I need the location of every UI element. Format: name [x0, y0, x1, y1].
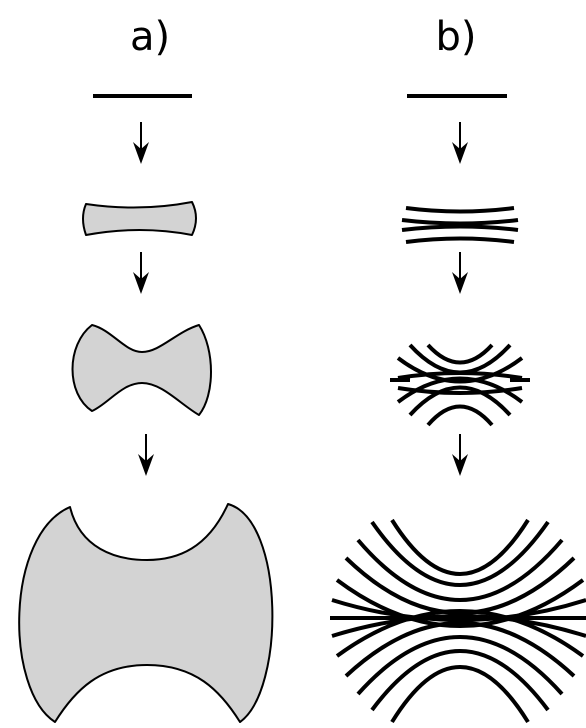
panel-a-arrow-3: [138, 434, 154, 476]
panel-b-arrow-1: [452, 122, 468, 164]
panel-a-stage-3-shape: [19, 504, 272, 722]
panel-a-stage-2-shape: [73, 325, 212, 415]
panel-a: a): [19, 14, 272, 722]
panel-a-arrow-1: [133, 122, 149, 164]
panel-b: b): [330, 14, 586, 722]
panel-b-label: b): [436, 14, 477, 60]
panel-b-arrow-3: [452, 434, 468, 476]
panel-b-stage-2-lamellae: [390, 345, 530, 425]
panel-a-label: a): [130, 14, 170, 60]
panel-b-stage-3-lamellae: [330, 520, 586, 722]
panel-a-arrow-2: [133, 252, 149, 294]
panel-b-stage-1-lamellae: [402, 208, 518, 242]
panel-b-arrow-2: [452, 252, 468, 294]
panel-a-stage-1-shape: [83, 202, 196, 235]
